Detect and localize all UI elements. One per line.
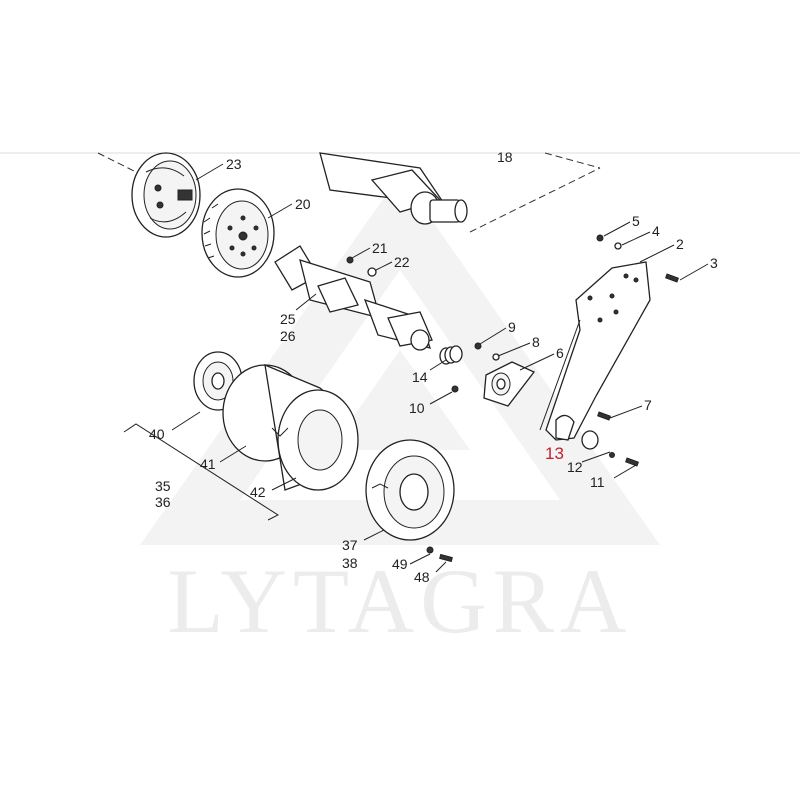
callout-41: 41 <box>200 456 216 472</box>
callout-13-highlighted: 13 <box>545 444 564 463</box>
lower-axle-part <box>274 245 433 351</box>
spring-part <box>439 345 463 365</box>
callout-10: 10 <box>409 400 425 416</box>
brake-drum-part <box>201 188 275 278</box>
callout-12: 12 <box>567 459 583 475</box>
callout-6: 6 <box>556 345 564 361</box>
upper-axle-part <box>319 152 468 225</box>
callout-36: 36 <box>155 494 171 510</box>
hardware-parts <box>346 234 679 563</box>
callout-23: 23 <box>226 156 242 172</box>
callout-9: 9 <box>508 319 516 335</box>
callout-8: 8 <box>532 334 540 350</box>
tire-pair-part <box>222 363 359 491</box>
mounting-bracket-part <box>539 261 651 441</box>
callout-22: 22 <box>394 254 410 270</box>
callout-42: 42 <box>250 484 266 500</box>
callout-21: 21 <box>372 240 388 256</box>
callout-14: 14 <box>412 369 428 385</box>
callout-49: 49 <box>392 556 408 572</box>
callout-4: 4 <box>652 223 660 239</box>
callout-3: 3 <box>710 255 718 271</box>
callout-40: 40 <box>149 426 165 442</box>
callout-38: 38 <box>342 555 358 571</box>
callout-25: 25 <box>280 311 296 327</box>
callout-18: 18 <box>497 149 513 165</box>
callout-11: 11 <box>590 474 605 490</box>
callout-26: 26 <box>280 328 296 344</box>
callout-48: 48 <box>414 569 430 585</box>
single-wheel-part <box>365 439 455 541</box>
callout-37: 37 <box>342 537 358 553</box>
callout-7: 7 <box>644 397 652 413</box>
callout-20: 20 <box>295 196 311 212</box>
callout-2: 2 <box>676 236 684 252</box>
callout-5: 5 <box>632 213 640 229</box>
group-bracket-35-36 <box>123 423 280 521</box>
callout-35: 35 <box>155 478 171 494</box>
flange-bearing-part <box>483 361 536 407</box>
leader-lines <box>171 163 709 573</box>
brake-plate-part <box>131 152 201 238</box>
watermark-text: LYTAGRA <box>168 550 633 652</box>
